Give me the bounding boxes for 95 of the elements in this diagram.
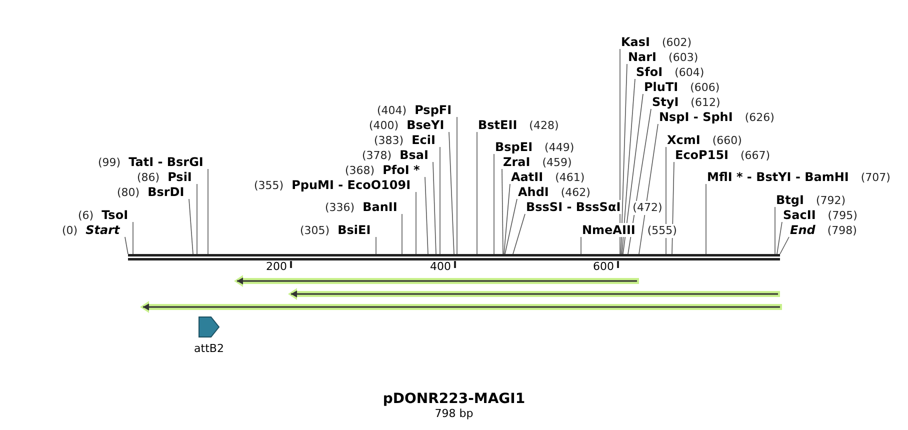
- enzyme-name: TatI - BsrGI: [128, 155, 204, 169]
- leader-line: [512, 214, 526, 254]
- enzyme-name: SacII: [782, 208, 817, 222]
- leader-line: [476, 132, 478, 254]
- enzyme-name: PsiI: [166, 170, 193, 184]
- leader-line: [424, 176, 428, 254]
- position-number: (459): [541, 156, 573, 170]
- position-number: (336): [324, 201, 356, 215]
- position-number: (798): [826, 224, 858, 238]
- position-number: (660): [711, 134, 743, 148]
- position-number: (707): [860, 171, 892, 185]
- position-number: (86): [136, 171, 161, 185]
- enzyme-name: EciI: [410, 133, 436, 147]
- primer-feature: [234, 275, 639, 287]
- position-number: (383): [373, 134, 405, 148]
- position-number: (604): [674, 66, 706, 80]
- leader-line: [638, 124, 658, 254]
- leader-line: [132, 222, 134, 254]
- leader-line: [456, 116, 458, 254]
- position-number: (626): [744, 111, 776, 125]
- position-number: (99): [97, 156, 122, 170]
- primer-feature: [288, 288, 780, 300]
- ruler-number: 200: [266, 261, 287, 273]
- sequence-end-label: Start: [84, 223, 121, 237]
- sequence-end-label: End: [789, 223, 816, 237]
- position-number: (606): [689, 81, 721, 95]
- position-number: (472): [632, 201, 664, 215]
- position-number: (603): [668, 51, 700, 65]
- position-number: (355): [253, 179, 285, 193]
- enzyme-name: PspFI: [414, 103, 453, 117]
- leader-line: [622, 78, 636, 254]
- enzyme-name: BstEII: [477, 118, 518, 132]
- enzyme-name: BseYI: [406, 118, 446, 132]
- enzyme-name: PluTI: [643, 80, 680, 94]
- enzyme-name: BsiEI: [336, 223, 372, 237]
- enzyme-name: BsaI: [398, 148, 430, 162]
- enzyme-name: BanII: [362, 200, 398, 214]
- position-number: (0): [61, 224, 79, 238]
- leader-line: [504, 198, 518, 254]
- position-number: (462): [560, 186, 592, 200]
- enzyme-name: XcmI: [666, 133, 702, 147]
- enzyme-name: BssSI - BssSαI: [525, 200, 622, 214]
- position-number: (461): [554, 171, 586, 185]
- enzyme-name: BsrDI: [146, 185, 186, 199]
- position-number: (555): [646, 224, 678, 238]
- enzyme-name: PpuMI - EcoO109I: [290, 178, 412, 192]
- enzyme-name: MflI * - BstYI - BamHI: [706, 170, 850, 184]
- ruler-number: 600: [593, 261, 614, 273]
- position-number: (449): [544, 141, 576, 155]
- enzyme-name: KasI: [620, 35, 652, 49]
- enzyme-name: AhdI: [517, 185, 550, 199]
- leader-line: [502, 168, 504, 254]
- leader-line: [432, 162, 436, 254]
- position-number: (6): [77, 209, 95, 223]
- position-number: (667): [740, 149, 772, 163]
- enzyme-name: EcoP15I: [674, 148, 730, 162]
- caption: 798 bp: [434, 407, 474, 420]
- sequence-backbone: [128, 254, 780, 260]
- title: pDONR223-MAGI1: [382, 391, 526, 407]
- enzyme-name: ZraI: [502, 155, 532, 169]
- enzyme-name: TsoI: [100, 208, 130, 222]
- position-number: (612): [690, 96, 722, 110]
- leader-line: [188, 198, 194, 254]
- ruler-number: 400: [430, 261, 451, 273]
- enzyme-name: PfoI *: [382, 163, 421, 177]
- enzyme-name: NspI - SphI: [658, 110, 734, 124]
- enzyme-name: BtgI: [775, 193, 805, 207]
- position-number: (378): [361, 149, 393, 163]
- enzyme-name: NarI: [627, 50, 658, 64]
- enzyme-name: StyI: [651, 95, 680, 109]
- enzyme-name: AatII: [510, 170, 544, 184]
- leader-line: [580, 236, 582, 254]
- leader-line: [622, 94, 644, 254]
- leader-line: [620, 64, 628, 254]
- position-number: (795): [826, 209, 858, 223]
- enzyme-name: BspEI: [494, 140, 534, 154]
- position-number: (792): [814, 194, 847, 208]
- enzyme-name: NmeAIII: [581, 223, 636, 237]
- enzyme-name: SfoI: [635, 65, 664, 79]
- leader-line: [196, 184, 198, 254]
- position-number: (428): [528, 119, 560, 133]
- leader-line: [780, 236, 790, 254]
- leader-line: [774, 206, 776, 254]
- position-number: (602): [661, 36, 693, 50]
- leader-line: [504, 184, 510, 254]
- position-number: (400): [368, 119, 400, 133]
- position-number: (368): [344, 164, 376, 178]
- feature-label: attB2: [194, 342, 224, 355]
- leader-line: [776, 222, 782, 254]
- primer-feature: [140, 301, 782, 313]
- position-number: (305): [299, 224, 331, 238]
- position-number: (80): [116, 186, 141, 200]
- leader-line: [124, 236, 128, 254]
- leader-line: [448, 132, 454, 254]
- position-number: (404): [376, 104, 408, 118]
